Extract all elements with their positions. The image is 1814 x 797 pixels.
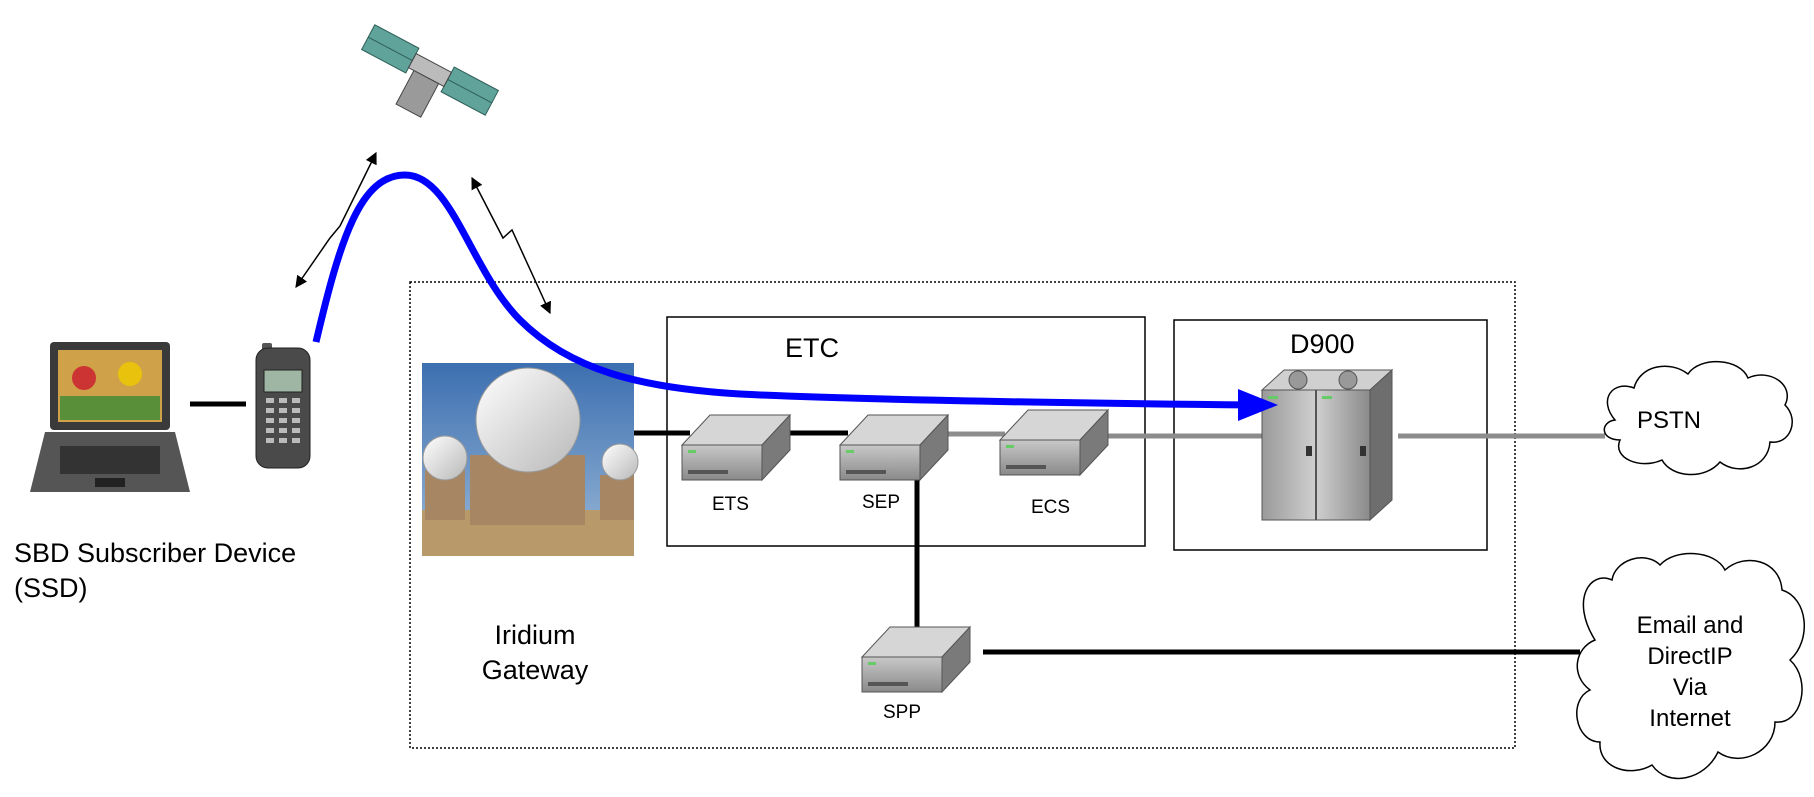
gateway-label: Iridium Gateway [455, 618, 615, 688]
ecs-server-icon [998, 408, 1110, 477]
internet-cloud-label: Email and DirectIP Via Internet [1615, 610, 1765, 734]
d900-label: D900 [1290, 329, 1355, 359]
internet-cloud-label-line1: Email and [1636, 612, 1744, 639]
internet-cloud-label-line3: Via [1672, 674, 1708, 701]
ets-label: ETS [712, 494, 749, 515]
internet-cloud-label-line2: DirectIP [1647, 643, 1733, 670]
laptop-icon [30, 342, 190, 492]
internet-cloud-icon [1576, 552, 1805, 780]
sbd-message-path [312, 171, 1256, 409]
pstn-label: PSTN [1637, 407, 1702, 434]
uplink-arrow [295, 151, 377, 288]
iridium-gateway-boundary [409, 281, 1516, 749]
downlink-arrow [471, 176, 551, 315]
ssd-label-line2: (SSD) [14, 573, 88, 603]
gateway-label-line1: Iridium [494, 620, 576, 650]
ets-server-icon [680, 413, 792, 482]
ssd-label-line1: SBD Subscriber Device [14, 538, 297, 568]
gateway-label-line2: Gateway [481, 655, 589, 685]
satellite-phone-icon [255, 343, 311, 469]
spp-label: SPP [883, 702, 922, 723]
satellite-icon [360, 24, 500, 118]
sep-label: SEP [862, 492, 901, 513]
etc-label: ETC [785, 333, 839, 363]
sbd-message-arrowhead [1238, 389, 1278, 421]
pstn-cloud-icon [1603, 361, 1793, 476]
internet-cloud-label-line4: Internet [1649, 705, 1731, 732]
d900-switch-icon [1260, 368, 1394, 522]
sep-server-icon [838, 413, 950, 482]
gateway-domes-image [422, 363, 639, 556]
spp-server-icon [860, 625, 972, 694]
ssd-label: SBD Subscriber Device (SSD) [14, 536, 296, 606]
ecs-label: ECS [1031, 497, 1071, 518]
